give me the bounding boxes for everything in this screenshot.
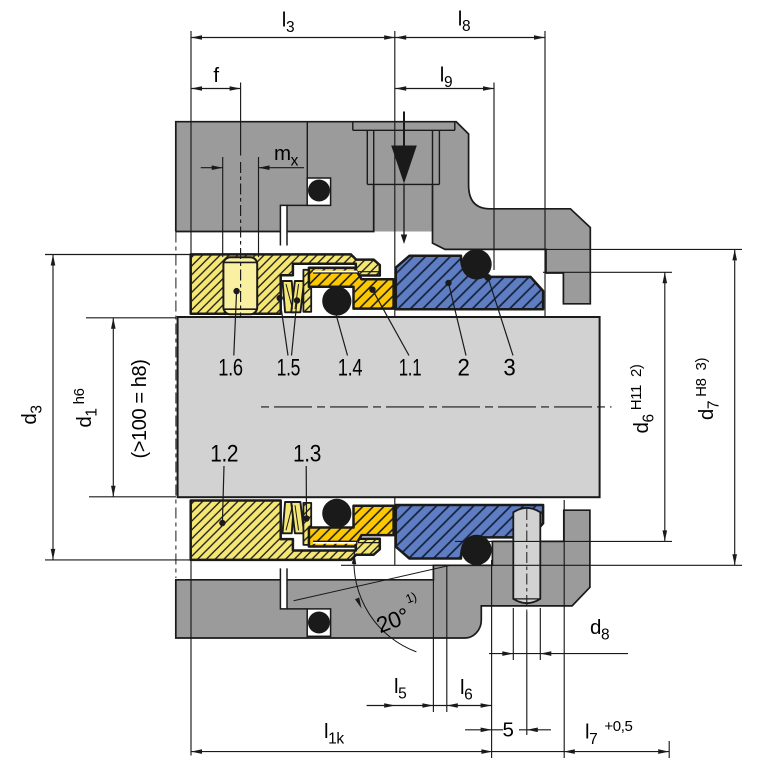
svg-text:d3: d3 — [18, 405, 46, 424]
svg-text:l3: l3 — [282, 9, 294, 37]
svg-text:1.6: 1.6 — [218, 355, 243, 382]
svg-text:1.4: 1.4 — [338, 355, 363, 382]
svg-text:l5: l5 — [394, 675, 406, 703]
svg-text:5: 5 — [503, 719, 514, 742]
svg-text:1.1: 1.1 — [399, 355, 422, 382]
svg-text:l8: l8 — [458, 8, 470, 36]
svg-text:1.5: 1.5 — [277, 355, 301, 382]
svg-text:d7H83): d7H83) — [693, 358, 723, 421]
svg-text:3: 3 — [503, 355, 515, 382]
svg-text:d8: d8 — [590, 616, 609, 644]
svg-text:l1k: l1k — [324, 720, 344, 748]
svg-text:l7+0,5: l7+0,5 — [585, 718, 632, 748]
svg-text:1.2: 1.2 — [210, 441, 238, 468]
svg-text:(>100 = h8): (>100 = h8) — [129, 359, 151, 458]
svg-text:2: 2 — [458, 355, 470, 382]
svg-text:l6: l6 — [460, 676, 472, 704]
svg-text:f: f — [213, 64, 219, 87]
svg-text:1): 1) — [404, 590, 419, 607]
svg-text:d1h6: d1h6 — [71, 388, 101, 427]
svg-text:1.3: 1.3 — [293, 441, 321, 468]
svg-text:l9: l9 — [440, 64, 452, 92]
svg-text:d6H112): d6H112) — [628, 364, 658, 433]
